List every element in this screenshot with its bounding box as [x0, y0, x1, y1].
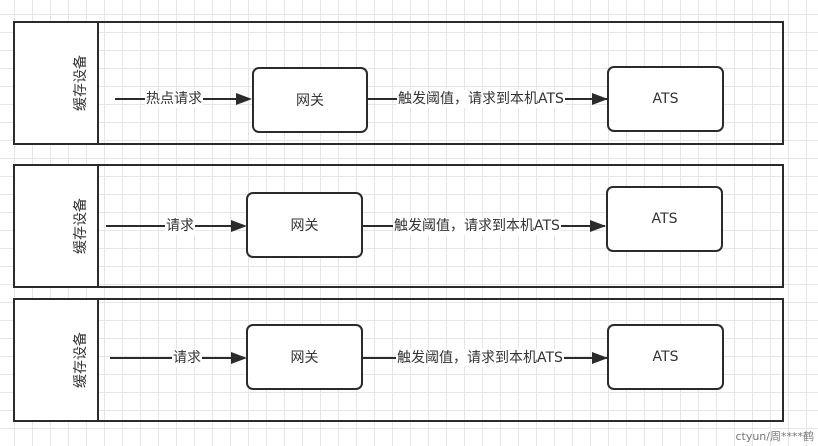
forward-edge-label: 触发阈值，请求到本机ATS	[393, 217, 561, 235]
swimlane-title-cell: 缓存设备	[63, 166, 99, 286]
swimlane-3: 缓存设备	[13, 298, 784, 422]
gateway-node[interactable]: 网关	[246, 324, 363, 390]
gateway-node-label: 网关	[290, 350, 319, 366]
ats-node-label: ATS	[652, 91, 679, 107]
incoming-edge-label: 热点请求	[145, 90, 203, 108]
ats-node-label: ATS	[652, 349, 679, 365]
swimlane-title-cell: 缓存设备	[63, 23, 99, 143]
ats-node-label: ATS	[651, 211, 678, 227]
forward-edge-label: 触发阈值，请求到本机ATS	[397, 90, 565, 108]
forward-edge-label: 触发阈值，请求到本机ATS	[396, 349, 564, 367]
arrowhead-icon	[236, 93, 252, 105]
swimlane-label: 缓存设备	[73, 198, 89, 254]
gateway-node-label: 网关	[290, 218, 319, 234]
swimlane-label: 缓存设备	[73, 332, 89, 388]
swimlane-1: 缓存设备	[13, 21, 784, 145]
ats-node[interactable]: ATS	[607, 324, 724, 390]
arrowhead-icon	[592, 93, 608, 105]
swimlane-2: 缓存设备	[13, 164, 784, 288]
swimlane-label: 缓存设备	[73, 55, 89, 111]
incoming-edge-label: 请求	[172, 349, 202, 367]
arrowhead-icon	[590, 220, 606, 232]
swimlane-header-blank	[15, 300, 65, 420]
ats-node[interactable]: ATS	[607, 66, 724, 132]
arrowhead-icon	[231, 220, 247, 232]
incoming-edge-label: 请求	[165, 217, 195, 235]
arrowhead-icon	[592, 352, 608, 364]
ats-node[interactable]: ATS	[606, 186, 723, 252]
gateway-node[interactable]: 网关	[246, 192, 363, 258]
swimlane-header-blank	[15, 23, 65, 143]
arrowhead-icon	[231, 352, 247, 364]
swimlane-header-blank	[15, 166, 65, 286]
gateway-node-label: 网关	[296, 93, 324, 109]
gateway-node[interactable]: 网关	[252, 67, 368, 133]
watermark: ctyun/周****鹤	[735, 430, 814, 443]
swimlane-title-cell: 缓存设备	[63, 300, 99, 420]
